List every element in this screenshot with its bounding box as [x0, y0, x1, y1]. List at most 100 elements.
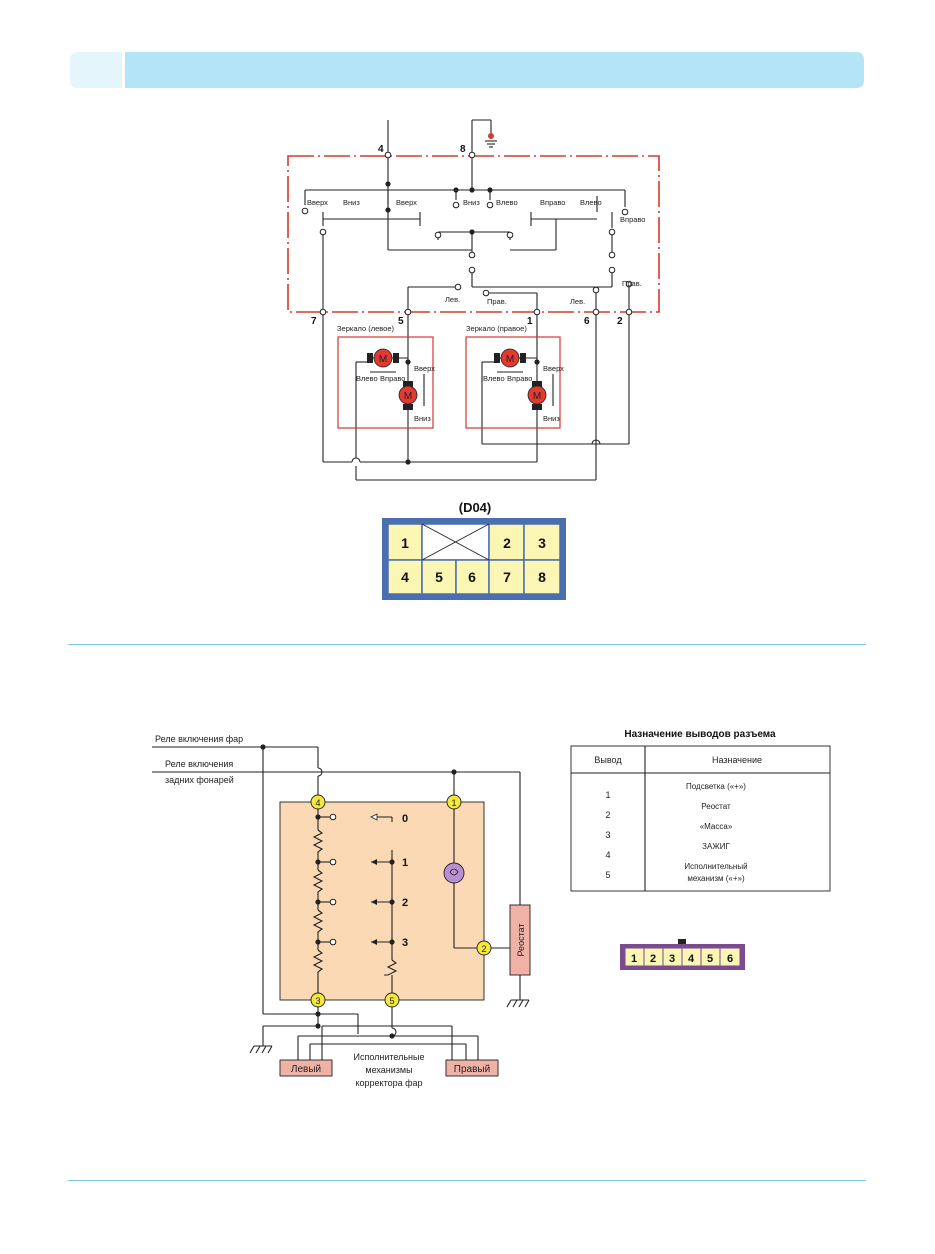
motor-icon [398, 385, 418, 405]
rheostat-box [509, 904, 531, 976]
actuator-right-label: Правый [454, 1064, 490, 1075]
position-label: 3 [402, 937, 408, 949]
mirror-right-box [465, 336, 561, 429]
mirror-right-left: Влево [483, 374, 505, 383]
position-label: 0 [402, 813, 408, 825]
connector-d04-pin: 8 [538, 569, 546, 585]
section-divider [68, 644, 866, 645]
label-prav-2: Прав. [622, 279, 642, 288]
svg-text:M: M [379, 354, 387, 365]
mirror-right-up: Вверх [543, 364, 564, 373]
pin-table-purpose: ЗАЖИГ [702, 842, 730, 851]
mirror-right-right: Вправо [507, 374, 532, 383]
actuators-label-3: корректора фар [355, 1078, 422, 1088]
actuators-label-2: механизмы [365, 1065, 412, 1075]
mirror-right-down: Вниз [543, 414, 560, 423]
lamp-icon [443, 862, 465, 884]
label-left-right: Влево [580, 198, 602, 207]
svg-text:M: M [533, 391, 541, 402]
pin-table-pin: 3 [605, 830, 610, 840]
mirror-left-title: Зеркало (левое) [337, 324, 394, 333]
pin-table-purpose: Исполнительный [684, 862, 747, 871]
label-lev: Лев. [445, 295, 460, 304]
mirror-switch-diagram: 4 8 7 5 1 6 2 Вверх Вниз Вверх Вниз Влев… [287, 119, 660, 481]
connector-d04-pin: 5 [435, 569, 443, 585]
position-label: 2 [402, 897, 408, 909]
mirror-left-right: Вправо [380, 374, 405, 383]
pin-table-pin: 4 [605, 850, 610, 860]
pin-table-purpose: механизм («+») [687, 874, 745, 883]
pin-6-label: 6 [584, 316, 590, 327]
pin-table-purpose: Подсветка («+») [686, 782, 746, 791]
footer-divider [68, 1180, 866, 1181]
pin-table-pin: 1 [605, 790, 610, 800]
motor-icon [373, 348, 393, 368]
pin-5-label: 5 [398, 316, 404, 327]
wire-label-relay-headlights: Реле включения фар [155, 734, 243, 744]
motor-icon [527, 385, 547, 405]
connector-d04-pin: 2 [503, 535, 511, 551]
connector-d04-pin: 4 [401, 569, 409, 585]
page-header-bar [70, 52, 864, 88]
pin-table-title: Назначение выводов разъема [624, 729, 776, 740]
label-lev-2: Лев. [570, 297, 585, 306]
pin-2: 2 [481, 944, 486, 954]
connector-6pin-pin: 5 [707, 953, 713, 965]
actuator-left [279, 1059, 333, 1077]
label-right-far: Вправо [620, 215, 645, 224]
connector-d04: (D04) 1 2 3 4 5 6 7 8 [382, 500, 566, 600]
pin-table-header-pin: Вывод [594, 755, 622, 765]
actuators-label-1: Исполнительные [353, 1052, 424, 1062]
actuator-right [445, 1059, 499, 1077]
pin-table-header-purpose: Назначение [712, 755, 762, 765]
pin-assignment-table: Назначение выводов разъема Вывод Назначе… [570, 729, 831, 892]
mirror-left-box [337, 336, 434, 429]
page-header-tab [70, 52, 125, 88]
pin-5: 5 [389, 996, 394, 1006]
svg-text:M: M [404, 391, 412, 402]
pin-2-label: 2 [617, 316, 623, 327]
mirror-right-title: Зеркало (правое) [466, 324, 527, 333]
label-up-mid: Вверх [396, 198, 417, 207]
mirror-left-left: Влево [356, 374, 378, 383]
label-down-mid: Вниз [463, 198, 480, 207]
label-left-mid: Влево [496, 198, 518, 207]
connector-6pin-pin: 6 [727, 953, 733, 965]
pin-1-label: 1 [527, 316, 533, 327]
actuator-left-label: Левый [291, 1064, 321, 1075]
pin-8-label: 8 [460, 144, 466, 155]
connector-d04-pin: 1 [401, 535, 409, 551]
connector-6pin-pin: 1 [631, 953, 637, 965]
label-down-left: Вниз [343, 198, 360, 207]
mirror-left-down: Вниз [414, 414, 431, 423]
wire-label-relay-tail-2: задних фонарей [165, 775, 234, 785]
pin-table-pin: 2 [605, 810, 610, 820]
pin-4-label: 4 [378, 144, 384, 155]
rheostat-label: Реостат [516, 923, 526, 956]
pin-table-pin: 5 [605, 870, 610, 880]
label-up-left: Вверх [307, 198, 328, 207]
connector-6pin-pin: 4 [688, 953, 695, 965]
connector-d04-title: (D04) [459, 500, 492, 515]
connector-6pin: 1 2 3 4 5 6 [620, 939, 745, 970]
corrector-switch-body [279, 801, 485, 1001]
pin-4: 4 [315, 798, 320, 808]
pin-1: 1 [451, 798, 456, 808]
mirror-left-up: Вверх [414, 364, 435, 373]
label-right-mid: Вправо [540, 198, 565, 207]
position-label: 1 [402, 857, 408, 869]
headlight-corrector-diagram: Реле включения фар Реле включения задних… [152, 734, 531, 1094]
motor-icon [500, 348, 520, 368]
pin-table-purpose: Реостат [701, 802, 731, 811]
connector-6pin-pin: 2 [650, 953, 656, 965]
pin-table-purpose: «Масса» [700, 822, 733, 831]
connector-6pin-pin: 3 [669, 953, 675, 965]
connector-d04-pin: 6 [468, 569, 476, 585]
svg-text:M: M [506, 354, 514, 365]
connector-d04-pin: 3 [538, 535, 546, 551]
label-prav: Прав. [487, 297, 507, 306]
pin-7-label: 7 [311, 316, 317, 327]
wire-label-relay-tail-1: Реле включения [165, 759, 233, 769]
connector-d04-pin: 7 [503, 569, 511, 585]
